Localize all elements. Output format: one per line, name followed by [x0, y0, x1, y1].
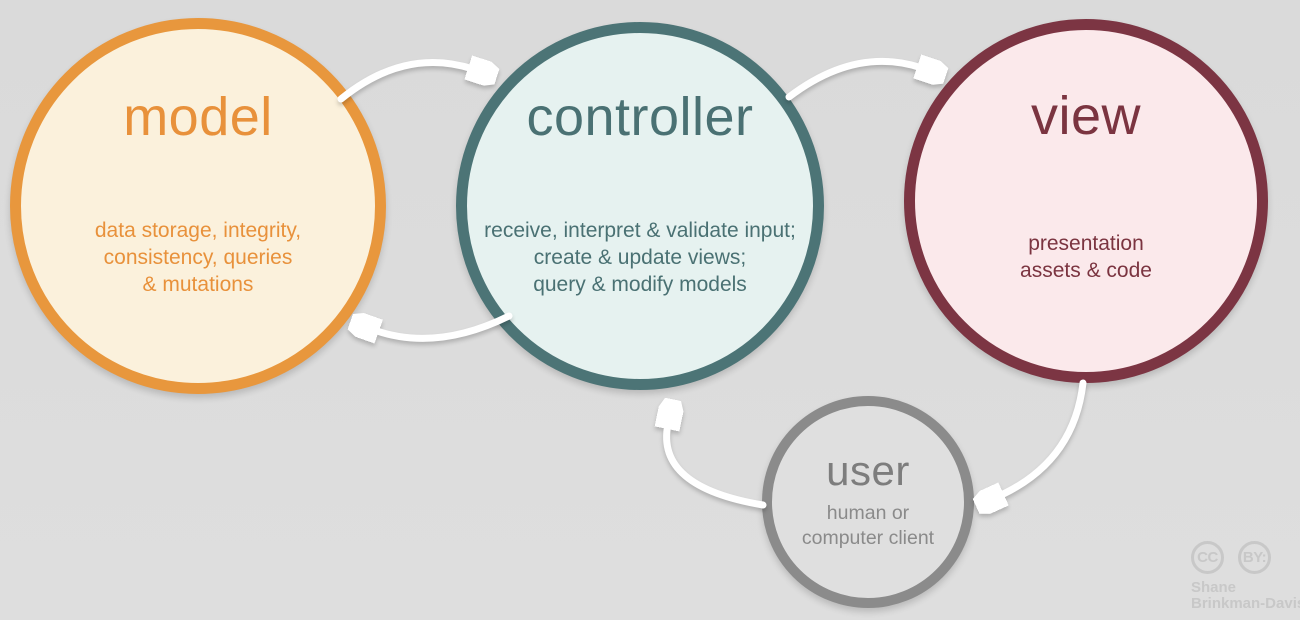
desc-line: consistency, queries — [103, 246, 293, 269]
desc-line: query & modify models — [533, 273, 747, 296]
node-view-description: presentation assets & code — [915, 230, 1257, 284]
desc-line: & mutations — [142, 273, 254, 296]
node-controller-description: receive, interpret & validate input; cre… — [467, 217, 813, 298]
node-model-title: model — [123, 87, 273, 147]
desc-line: data storage, integrity, — [94, 219, 302, 242]
node-user-title: user — [826, 447, 910, 494]
desc-line: create & update views; — [533, 246, 747, 269]
node-model: model data storage, integrity, consisten… — [10, 18, 386, 394]
cc-by-icon-label: BY: — [1242, 549, 1267, 566]
arrow-controller-to-model — [374, 316, 513, 338]
node-controller: controller receive, interpret & validate… — [456, 22, 824, 390]
desc-line: assets & code — [1020, 259, 1152, 282]
cc-icon-label: CC — [1197, 549, 1218, 566]
author-line: Shane — [1191, 579, 1237, 596]
cc-icon: CC — [1191, 541, 1224, 574]
node-user: user human or computer client — [762, 396, 974, 608]
arrow-user-to-controller — [667, 424, 767, 509]
desc-line: computer client — [801, 527, 935, 549]
node-view-title: view — [1030, 86, 1142, 146]
node-view: view presentation assets & code — [904, 19, 1268, 383]
cc-by-icon: BY: — [1238, 541, 1271, 574]
license-attribution: CC BY: Shane Brinkman-Davis — [1191, 541, 1300, 612]
desc-line: receive, interpret & validate input; — [484, 219, 796, 242]
cc-badges: CC BY: — [1191, 541, 1300, 574]
node-user-description: human or computer client — [772, 501, 964, 551]
author-line: Brinkman-Davis — [1191, 595, 1300, 612]
author-credit: Shane Brinkman-Davis — [1191, 580, 1300, 612]
node-model-description: data storage, integrity, consistency, qu… — [21, 217, 375, 298]
desc-line: presentation — [1028, 232, 1144, 255]
desc-line: human or — [826, 502, 910, 524]
node-controller-title: controller — [526, 87, 754, 147]
arrow-view-to-user — [999, 379, 1087, 496]
